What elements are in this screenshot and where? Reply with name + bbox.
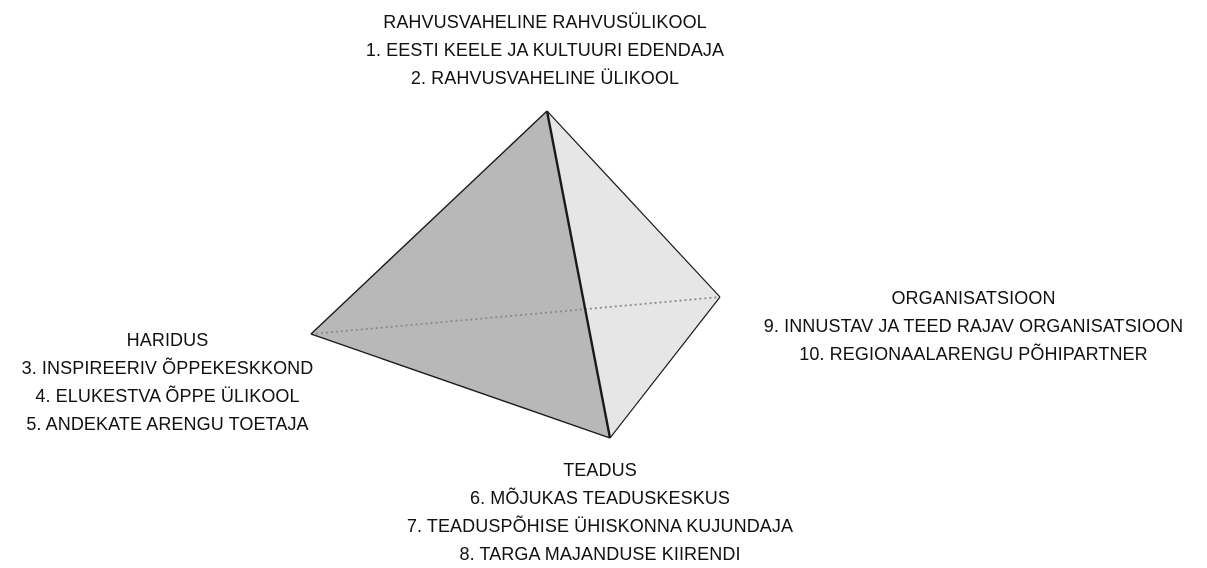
vertex-item: 2. RAHVUSVAHELINE ÜLIKOOL xyxy=(410,68,680,88)
vertex-title-top: RAHVUSVAHELINE RAHVUSÜLIKOOL xyxy=(383,12,707,32)
vertex-label-bottom: TEADUS 6. MÕJUKAS TEADUSKESKUS 7. TEADUS… xyxy=(395,456,805,568)
vertex-item: 1. EESTI KEELE JA KULTUURI EDENDAJA xyxy=(365,40,725,60)
vertex-item: 5. ANDEKATE ARENGU TOETAJA xyxy=(26,414,309,434)
vertex-item: 9. INNUSTAV JA TEED RAJAV ORGANISATSIOON xyxy=(763,316,1184,336)
vertex-item: 4. ELUKESTVA ÕPPE ÜLIKOOL xyxy=(35,386,300,406)
vertex-item: 7. TEADUSPÕHISE ÜHISKONNA KUJUNDAJA xyxy=(406,516,794,536)
vertex-item: 3. INSPIREERIV ÕPPEKESKKOND xyxy=(21,358,314,378)
tetrahedron-right-face xyxy=(547,111,720,438)
tetrahedron-edge-left-bottom xyxy=(310,333,611,439)
vertex-label-top: RAHVUSVAHELINE RAHVUSÜLIKOOL 1. EESTI KE… xyxy=(320,8,770,92)
tetrahedron-hidden-edge xyxy=(310,296,721,335)
vertex-title-right: ORGANISATSIOON xyxy=(891,288,1056,308)
tetrahedron-edge-top-bottom xyxy=(545,110,612,439)
vertex-item: 6. MÕJUKAS TEADUSKESKUS xyxy=(469,488,731,508)
vertex-item: 10. REGIONAALARENGU PÕHIPARTNER xyxy=(799,344,1148,364)
tetrahedron-left-face xyxy=(311,111,610,438)
tetrahedron-edge-top-left xyxy=(310,110,548,335)
vertex-label-right: ORGANISATSIOON 9. INNUSTAV JA TEED RAJAV… xyxy=(740,284,1207,368)
tetrahedron-edge-top-right xyxy=(546,110,721,298)
tetrahedron-edge-right-bottom xyxy=(609,296,721,439)
vertex-label-left: HARIDUS 3. INSPIREERIV ÕPPEKESKKOND 4. E… xyxy=(0,326,335,438)
vertex-item: 8. TARGA MAJANDUSE KIIRENDI xyxy=(459,544,741,564)
vertex-title-bottom: TEADUS xyxy=(563,460,637,480)
vertex-title-left: HARIDUS xyxy=(126,330,209,350)
